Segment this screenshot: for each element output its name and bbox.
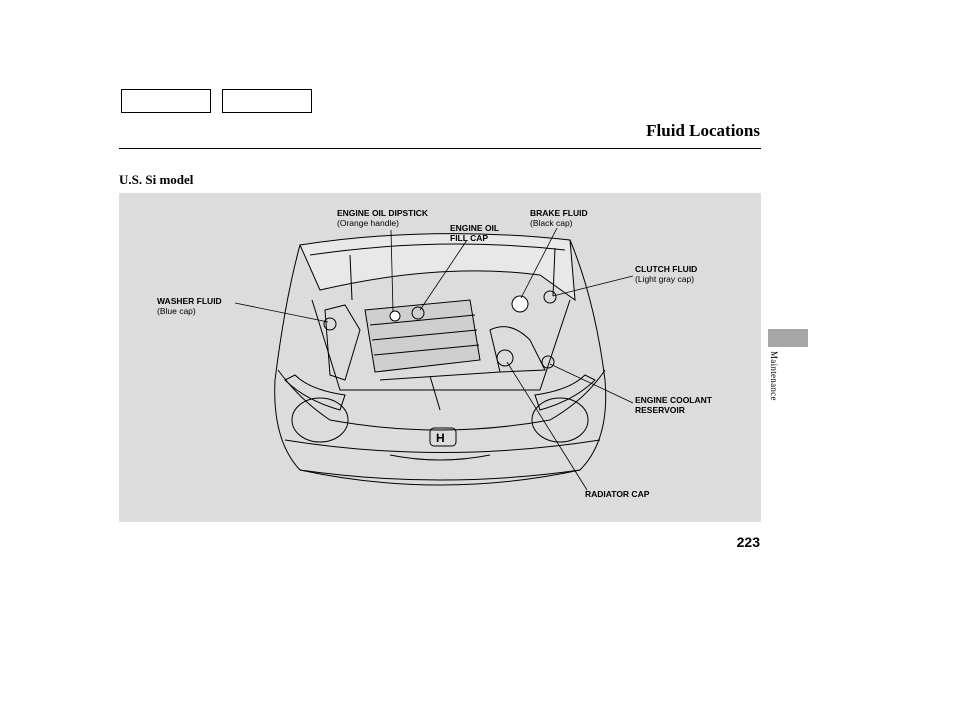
section-tab-label: Maintenance [769, 351, 779, 401]
leader-lines [234, 227, 634, 491]
label-engine-oil-dipstick: ENGINE OIL DIPSTICK(Orange handle) [337, 208, 428, 228]
nav-button-previous[interactable] [121, 89, 211, 113]
header-divider [119, 148, 761, 149]
page-title: Fluid Locations [646, 121, 760, 140]
label-clutch-fluid: CLUTCH FLUID(Light gray cap) [635, 264, 698, 284]
label-washer-fluid: WASHER FLUID(Blue cap) [157, 296, 222, 316]
label-brake-fluid: BRAKE FLUID(Black cap) [530, 208, 588, 228]
nav-button-next[interactable] [222, 89, 312, 113]
car-outline: H [274, 233, 607, 486]
section-subtitle: U.S. Si model [119, 172, 194, 187]
svg-text:H: H [436, 431, 445, 445]
label-radiator-cap: RADIATOR CAP [585, 489, 650, 499]
page-number: 223 [736, 534, 760, 550]
section-tab[interactable] [768, 329, 808, 347]
